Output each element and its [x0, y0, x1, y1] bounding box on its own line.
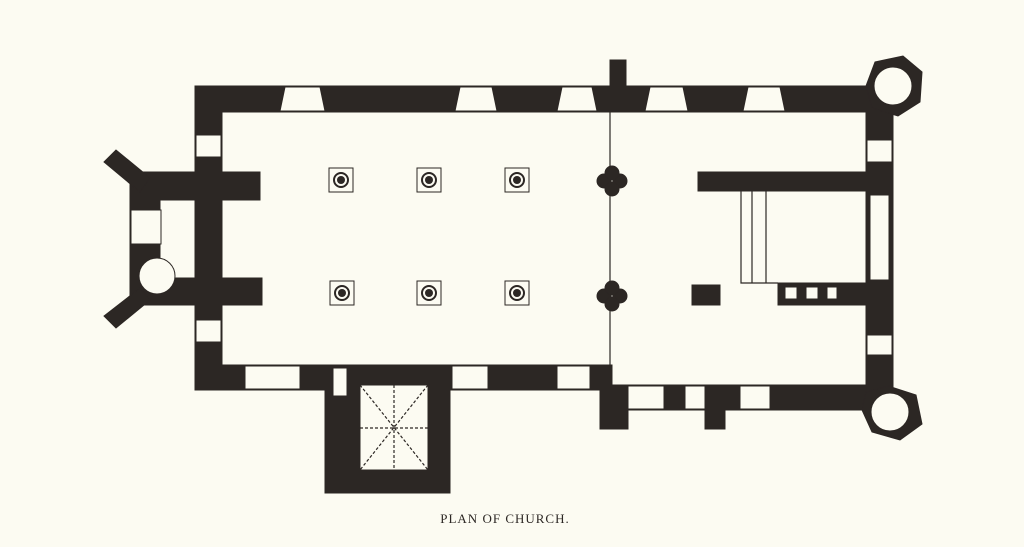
figure-caption: PLAN OF CHURCH.	[440, 511, 570, 526]
chancel	[599, 112, 894, 430]
turrets	[861, 55, 923, 441]
spiral-stair-west	[138, 257, 176, 295]
porch	[324, 364, 451, 494]
west-front	[103, 149, 263, 329]
altar-block	[691, 284, 721, 306]
tower-stub	[609, 59, 627, 113]
piers	[328, 165, 628, 312]
spiral-stair-se	[870, 392, 910, 432]
spiral-stair-ne	[873, 66, 913, 106]
windows	[195, 86, 893, 410]
nave-walls	[194, 59, 894, 411]
